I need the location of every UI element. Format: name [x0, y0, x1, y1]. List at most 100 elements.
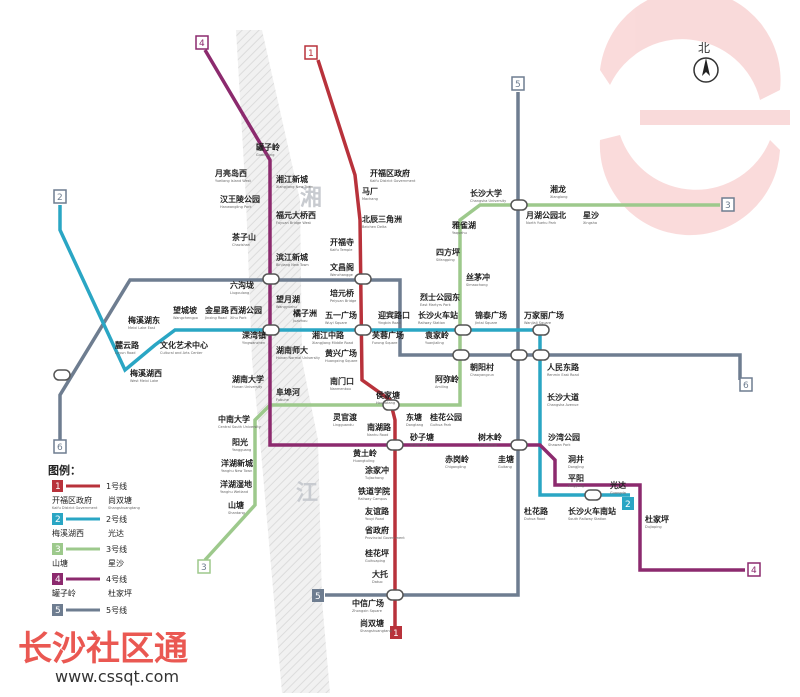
station-sifangping[interactable]: 四方坪	[436, 247, 460, 257]
station-arts-center[interactable]: 文化艺术中心	[160, 340, 208, 350]
station-yingbin[interactable]: 迎宾路口	[378, 310, 410, 320]
station-peiyuan[interactable]: 培元桥	[330, 288, 355, 298]
station-wangchengpo[interactable]: 望城坡	[173, 305, 198, 315]
line-6	[58, 278, 742, 440]
station-yanghu-wetland[interactable]: 洋湖湿地	[220, 479, 252, 489]
station-guangda[interactable]: 光达	[609, 480, 626, 490]
station-kaifu-govt[interactable]: 开福区政府	[370, 168, 410, 178]
station-renmin-east[interactable]: 人民东路	[547, 362, 580, 372]
station-beichen[interactable]: 北辰三角洲	[362, 214, 402, 224]
station-xianglong[interactable]: 湘龙	[550, 184, 566, 194]
station-huangtuling[interactable]: 黄土岭	[353, 448, 377, 458]
station-luyunlu-en: Luyun Road	[115, 351, 136, 355]
station-simaochong[interactable]: 丝茅冲	[466, 272, 490, 282]
station-xihu-park[interactable]: 西湖公园	[230, 305, 262, 315]
station-guihua-park[interactable]: 桂花公园	[429, 412, 462, 422]
station-central-south[interactable]: 中南大学	[218, 414, 250, 424]
station-wuyi[interactable]: 五一广场	[325, 310, 357, 320]
station-guanziling[interactable]: 罐子岭	[255, 142, 280, 152]
legend-line-1-end: 尚双塘	[108, 495, 132, 505]
station-tiedao[interactable]: 铁道学院	[358, 486, 390, 496]
station-shangshuangtang[interactable]: 尚双塘	[360, 618, 384, 628]
station-labels: 开福区政府 Kaifu District Government 马厂 Macha…	[114, 142, 669, 633]
station-south-railway[interactable]: 长沙火车南站	[568, 506, 616, 516]
station-shumuling[interactable]: 树木岭	[478, 432, 502, 442]
station-furong[interactable]: 芙蓉广场	[371, 330, 404, 340]
station-xiangjiang-xincheng[interactable]: 湘江新城	[276, 174, 308, 184]
station-machang[interactable]: 马厂	[362, 187, 378, 196]
station-pingyang[interactable]: 平阳	[568, 474, 584, 483]
station-hanwangling[interactable]: 汉王陵公园	[220, 194, 260, 204]
station-duhualu[interactable]: 杜花路	[524, 506, 549, 516]
station-juzizhou[interactable]: 橘子洲	[292, 308, 317, 318]
station-wangyuehu[interactable]: 望月湖	[276, 294, 300, 304]
station-nanmenkou[interactable]: 南门口	[330, 376, 354, 386]
interchange-yingwanzhen	[262, 324, 280, 336]
station-martyrs-park-east[interactable]: 烈士公园东	[420, 292, 460, 302]
line-4-badge-end	[747, 562, 761, 577]
station-binjiang[interactable]: 滨江新城	[276, 252, 308, 262]
station-yanghu-xincheng[interactable]: 洋湖新城	[221, 458, 253, 468]
station-dujiaping[interactable]: 杜家坪	[645, 514, 669, 524]
station-kaifusi[interactable]: 开福寺	[330, 237, 354, 247]
interchange-wuyi-square	[354, 324, 372, 336]
station-guihuaping[interactable]: 桂花坪	[364, 548, 389, 558]
station-kaifu-govt-en: Kaifu District Government	[370, 179, 416, 183]
station-chazishan[interactable]: 茶子山	[231, 232, 256, 242]
station-shantang[interactable]: 山塘	[228, 500, 244, 510]
station-meixihu-west-en: West Meixi Lake	[130, 379, 158, 383]
station-youyilu[interactable]: 友谊路	[364, 506, 390, 516]
station-shazitang[interactable]: 砂子塘	[409, 432, 434, 442]
station-luyunlu[interactable]: 麓云路	[114, 340, 140, 350]
station-wenchangge[interactable]: 文昌阁	[330, 262, 354, 272]
station-nanhulu-en: Nanhu Road	[367, 433, 388, 437]
station-yangguang[interactable]: 阳光	[232, 437, 248, 447]
station-zhongxin[interactable]: 中信广场	[352, 598, 384, 608]
station-changsha-avenue[interactable]: 长沙大道	[547, 392, 579, 402]
station-hunan-normal[interactable]: 湖南师大	[276, 345, 308, 355]
station-sifangping-en: Sifangping	[436, 258, 455, 262]
station-meixihu-east[interactable]: 梅溪湖东	[128, 315, 160, 325]
station-xingsha[interactable]: 星沙	[583, 210, 599, 220]
station-wanjiali[interactable]: 万家丽广场	[523, 310, 564, 320]
river-char-2: 江	[296, 481, 318, 506]
station-yingwanzhen[interactable]: 溁湾镇	[242, 330, 266, 340]
station-tujiachong[interactable]: 涂家冲	[365, 465, 389, 475]
station-yuanjialing[interactable]: 袁家岭	[424, 330, 449, 340]
station-fubuhe[interactable]: 阜埠河	[276, 387, 300, 397]
station-xingsha-en: Xingsha	[583, 221, 597, 225]
station-shawan[interactable]: 沙湾公园	[548, 432, 580, 442]
station-jintai[interactable]: 锦泰广场	[475, 310, 507, 320]
station-railway-station[interactable]: 长沙火车站	[418, 310, 458, 320]
station-yuehu-park-north[interactable]: 月湖公园北	[525, 210, 566, 220]
interchange-xingsha	[452, 349, 470, 361]
station-dujiaping-en: Dujiaping	[645, 525, 662, 529]
station-nanhulu[interactable]: 南湖路	[367, 422, 392, 432]
station-yaquehu[interactable]: 雅雀湖	[452, 220, 476, 230]
legend-title: 图例：	[48, 463, 81, 477]
station-lingguandu[interactable]: 灵官渡	[332, 412, 358, 422]
station-chigangling[interactable]: 赤岗岭	[445, 454, 469, 464]
line-3-badge-end	[721, 197, 735, 212]
station-datuo[interactable]: 大托	[372, 569, 388, 579]
station-meixihu-west[interactable]: 梅溪湖西	[130, 368, 162, 378]
station-shengzhengfu[interactable]: 省政府	[364, 525, 389, 535]
station-chaoyangcun[interactable]: 朝阳村	[470, 362, 494, 372]
station-changsha-university[interactable]: 长沙大学	[470, 188, 502, 198]
station-fuyuan[interactable]: 福元大桥西	[275, 210, 316, 220]
station-hunan-university[interactable]: 湖南大学	[232, 374, 264, 384]
line-6-badge-left-text: 6	[57, 443, 63, 453]
station-xiangjiang-zhonglu[interactable]: 湘江中路	[312, 330, 345, 340]
station-huangxing[interactable]: 黄兴广场	[325, 348, 357, 358]
station-liugoulong[interactable]: 六沟垅	[230, 280, 254, 290]
station-guihuaping-en: Guihuaping	[365, 559, 385, 563]
station-yueliangdao[interactable]: 月亮岛西	[214, 168, 247, 178]
station-guitang[interactable]: 圭塘	[498, 454, 514, 464]
station-hunan-normal-en: Hunan Normal University	[276, 356, 320, 360]
station-dongjing[interactable]: 洞井	[568, 454, 584, 464]
station-dongtang[interactable]: 东塘	[406, 412, 422, 422]
station-houjiatang[interactable]: 侯家塘	[376, 390, 400, 400]
station-central-south-en: Central South University	[218, 425, 261, 429]
station-amiling[interactable]: 阿弥岭	[435, 374, 459, 384]
station-jinxinglu[interactable]: 金星路	[204, 305, 230, 315]
